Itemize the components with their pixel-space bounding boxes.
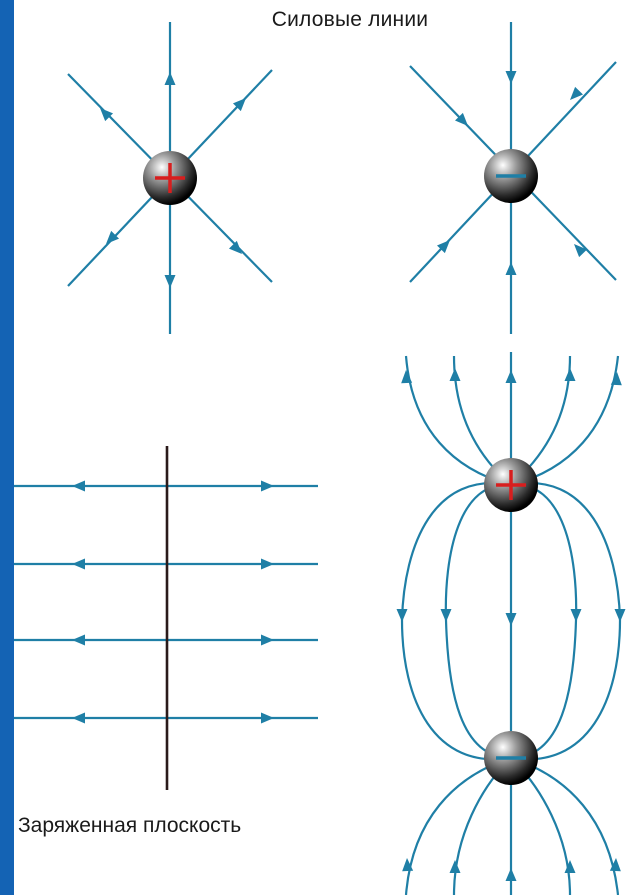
arrowhead xyxy=(441,609,452,622)
positive-point-charge xyxy=(143,151,197,205)
dipole-positive-charge xyxy=(484,458,538,512)
arrowhead xyxy=(72,559,85,570)
arrowhead xyxy=(261,481,274,492)
arrowhead xyxy=(72,713,85,724)
arrowhead xyxy=(615,609,626,622)
arrowhead xyxy=(506,262,517,275)
arrowhead xyxy=(506,868,517,881)
field-line xyxy=(511,483,620,759)
arrowhead xyxy=(565,368,576,381)
arrowhead xyxy=(450,860,461,873)
diagram-title: Силовые линии xyxy=(230,8,470,32)
arrowhead xyxy=(261,559,274,570)
arrowhead xyxy=(165,72,176,85)
field-line xyxy=(446,485,511,758)
charged-plane-label: Заряженная плоскость xyxy=(18,814,241,838)
arrowhead xyxy=(229,241,242,254)
arrowhead xyxy=(165,275,176,288)
field-line xyxy=(511,485,576,758)
dipole-negative-charge xyxy=(484,731,538,785)
arrowhead xyxy=(261,635,274,646)
arrowhead xyxy=(506,613,517,626)
diagram-panel: Силовые линии Заряженная плоскость xyxy=(14,0,635,895)
field-lines-diagram xyxy=(14,0,635,895)
arrowhead xyxy=(72,481,85,492)
arrowhead xyxy=(261,713,274,724)
arrowhead xyxy=(506,370,517,383)
arrowhead xyxy=(611,372,622,385)
arrowhead xyxy=(450,368,461,381)
arrowhead xyxy=(397,609,408,622)
arrowhead xyxy=(72,635,85,646)
arrowhead xyxy=(401,370,412,383)
arrowhead xyxy=(571,609,582,622)
field-line xyxy=(402,483,511,759)
arrowhead xyxy=(506,71,517,84)
arrowhead xyxy=(574,244,587,257)
negative-point-charge xyxy=(484,149,538,203)
